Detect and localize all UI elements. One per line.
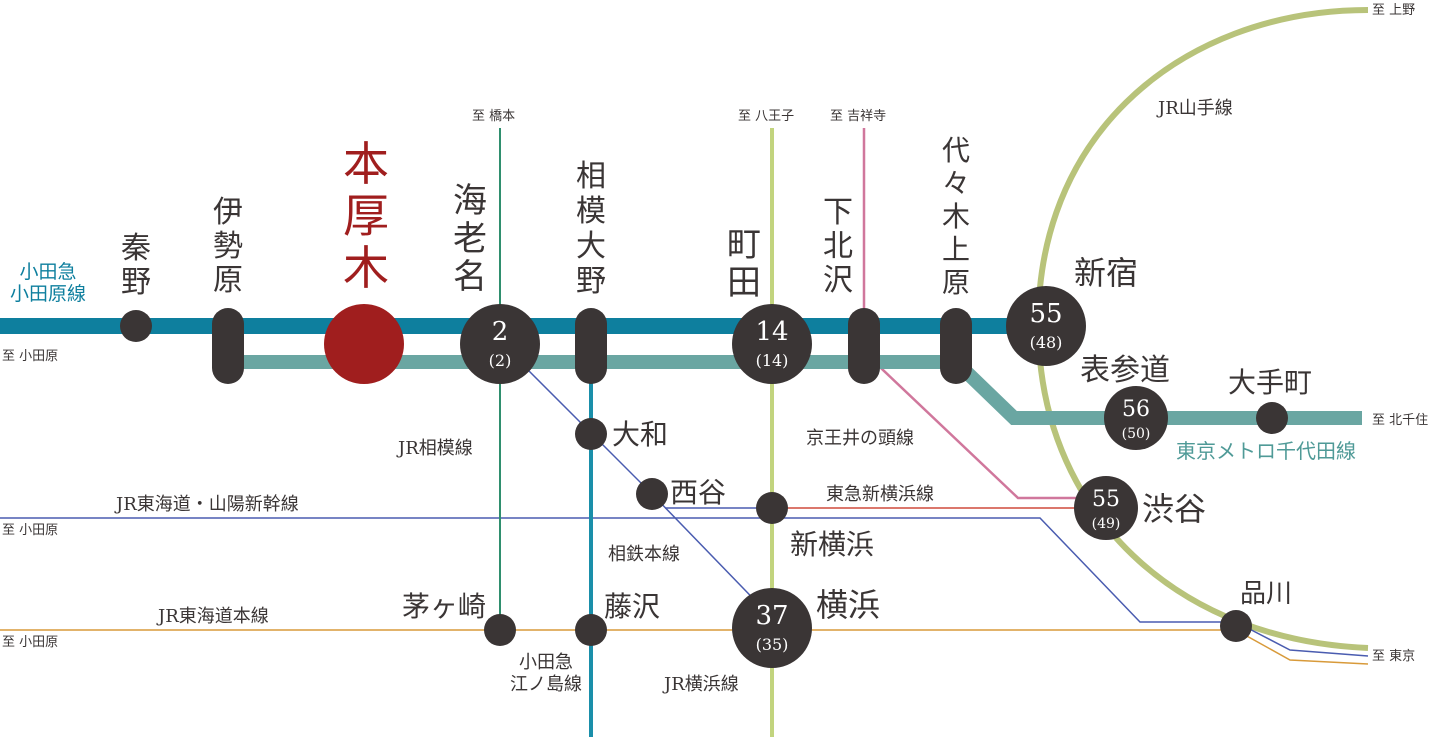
line-keio-inokashira — [862, 128, 1106, 500]
station-yoyogiuehara[interactable] — [940, 308, 972, 384]
label-shibuya: 渋谷 — [1142, 490, 1206, 528]
label-keio: 京王井の頭線 — [806, 428, 914, 449]
station-omotesando[interactable] — [1104, 386, 1168, 450]
label-shinyokohama: 新横浜 — [790, 528, 874, 561]
time-yokohama: 37 — [755, 601, 788, 631]
dir-hashimoto: 至 橋本 — [472, 109, 515, 124]
label-chiyoda: 東京メトロ千代田線 — [1176, 439, 1356, 463]
label-hadano: 秦野 — [121, 231, 151, 300]
station-chigasaki[interactable] — [484, 614, 516, 646]
dir-hachioji: 至 八王子 — [738, 109, 794, 124]
time-machida: 14 — [755, 317, 788, 347]
label-sotetsu: 相鉄本線 — [608, 544, 680, 565]
label-otemachi: 大手町 — [1228, 366, 1312, 399]
station-honatsugi[interactable] — [324, 304, 404, 384]
label-nishiya: 西谷 — [670, 476, 726, 509]
time-shinjuku-sub: (48) — [1030, 333, 1063, 352]
time-ebina-sub: (2) — [489, 351, 512, 370]
station-shinagawa[interactable] — [1220, 610, 1252, 642]
label-enoshima-line: 小田急江ノ島線 — [510, 652, 582, 695]
label-sagami: JR相模線 — [396, 438, 473, 459]
label-yoyogiuehara: 代々木上原 — [942, 134, 970, 299]
station-sagamiono[interactable] — [575, 308, 607, 384]
label-fujisawa: 藤沢 — [604, 590, 660, 623]
label-odakyu-line: 小田急小田原線 — [10, 261, 86, 305]
dir-kitasenju: 至 北千住 — [1372, 413, 1428, 428]
label-yokohama: 横浜 — [816, 586, 880, 624]
time-shibuya: 55 — [1092, 487, 1120, 512]
station-fujisawa[interactable] — [575, 614, 607, 646]
station-shimokitazawa[interactable] — [848, 308, 880, 384]
station-otemachi[interactable] — [1256, 402, 1288, 434]
dir-ueno: 至 上野 — [1372, 3, 1415, 18]
station-isehara[interactable] — [212, 308, 244, 384]
dir-odawara-1: 至 小田原 — [2, 349, 58, 364]
line-jr-tokaido — [0, 629, 1369, 665]
label-yamanote: JR山手線 — [1156, 98, 1233, 119]
time-omotesando: 56 — [1122, 397, 1150, 422]
time-shibuya-sub: (49) — [1092, 516, 1121, 532]
station-shibuya[interactable] — [1074, 476, 1138, 540]
dir-odawara-3: 至 小田原 — [2, 635, 58, 650]
label-tokaido: JR東海道本線 — [156, 606, 269, 627]
label-shinjuku: 新宿 — [1074, 254, 1138, 292]
label-isehara: 伊勢原 — [213, 195, 243, 298]
dir-odawara-2: 至 小田原 — [2, 523, 58, 538]
label-honatsugi: 本厚木 — [343, 137, 389, 295]
label-sagamiono: 相模大野 — [576, 159, 606, 299]
line-shinkansen — [0, 517, 1369, 657]
time-machida-sub: (14) — [756, 351, 789, 370]
time-shinjuku: 55 — [1029, 299, 1062, 329]
station-shinjuku[interactable] — [1006, 286, 1086, 366]
station-hadano[interactable] — [120, 310, 152, 342]
time-omotesando-sub: (50) — [1122, 426, 1151, 442]
dir-tokyo: 至 東京 — [1372, 648, 1415, 664]
line-sotetsu — [497, 339, 773, 619]
label-shinkansen: JR東海道・山陽新幹線 — [114, 494, 299, 515]
label-machida: 町田 — [727, 225, 761, 303]
label-yokohama-line: JR横浜線 — [662, 674, 739, 695]
label-shinagawa: 品川 — [1240, 579, 1292, 609]
label-ebina: 海老名 — [453, 181, 487, 297]
station-ebina[interactable] — [460, 304, 540, 384]
dir-kichijoji: 至 吉祥寺 — [830, 109, 886, 124]
label-chigasaki: 茅ヶ崎 — [402, 590, 486, 623]
station-machida[interactable] — [732, 304, 812, 384]
station-yokohama[interactable] — [732, 588, 812, 668]
label-tokyu: 東急新横浜線 — [826, 484, 934, 505]
station-nishiya[interactable] — [636, 478, 668, 510]
station-shinyokohama[interactable] — [756, 492, 788, 524]
label-shimokitazawa: 下北沢 — [823, 195, 853, 298]
label-yamato: 大和 — [612, 418, 668, 451]
time-ebina: 2 — [492, 317, 509, 347]
label-omotesando: 表参道 — [1080, 353, 1170, 388]
time-yokohama-sub: (35) — [756, 635, 789, 654]
station-yamato[interactable] — [575, 418, 607, 450]
